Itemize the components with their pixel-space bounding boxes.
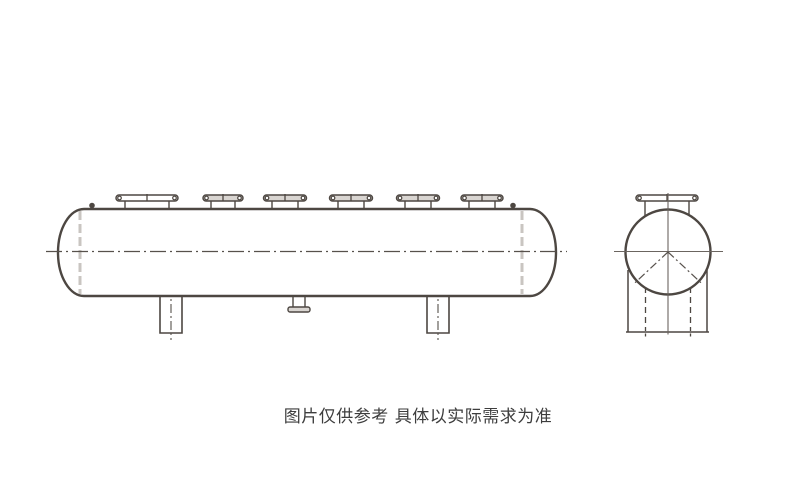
nozzle-flange-bolt-left (330, 195, 336, 201)
end-diagonal-centerline (667, 251, 703, 285)
nozzle-flange-bolt-right (172, 195, 177, 201)
nozzle-flange-bolt-right (497, 195, 502, 201)
vessel-shell (56, 207, 558, 298)
end-nozzle-flange-bolt-right (692, 195, 697, 201)
nozzle-flange-bolt-right (300, 195, 306, 201)
nozzle-flange-bolt-left (462, 195, 467, 201)
nozzle-flange-bolt-right (433, 195, 439, 201)
vent-plug-dot (89, 202, 95, 209)
nozzle-flange-bolt-left (397, 195, 403, 201)
drain-flange (287, 306, 311, 313)
nozzle-flange-bolt-left (204, 195, 209, 201)
nozzle-flange-bolt-left (117, 195, 122, 201)
end-diagonal-centerline (633, 251, 669, 285)
nozzle-flange-bolt-left (264, 195, 270, 201)
vent-plug-dot (510, 202, 516, 209)
nozzle-flange-bolt-right (366, 195, 372, 201)
caption-text: 图片仅供参考 具体以实际需求为准 (283, 407, 553, 427)
nozzle-flange-bolt-right (237, 195, 242, 201)
end-nozzle-flange-bolt-left (637, 195, 642, 201)
